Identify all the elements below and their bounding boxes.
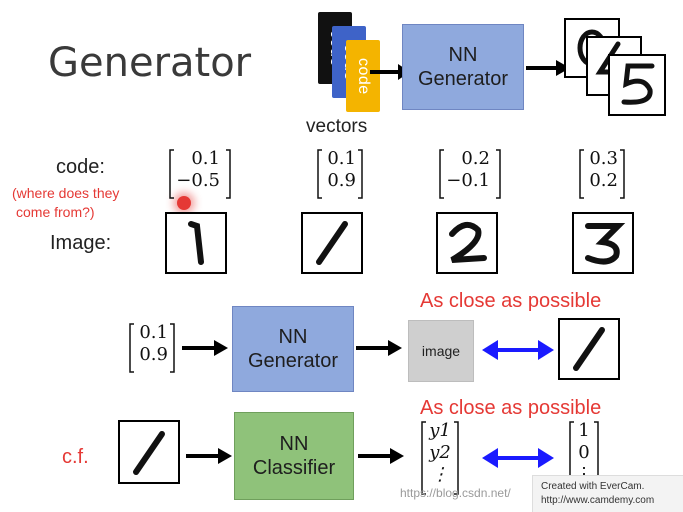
output-digit-card-3: [608, 54, 666, 116]
watermark: https://blog.csdn.net/: [400, 486, 511, 500]
class-output-more: ⋮: [431, 464, 449, 485]
bracket-icon: [421, 421, 459, 495]
nn-generator-top-line1: NN: [448, 44, 478, 66]
nn-generator-top-line2: Generator: [417, 68, 509, 90]
page-title: Generator: [48, 40, 252, 86]
arrow-to-nn-gen: [182, 340, 228, 356]
digit-1-icon: [316, 221, 348, 265]
gen-target-digit: [558, 318, 620, 380]
code-vector-2-bottom: 0.9: [327, 170, 356, 191]
image-label: Image:: [50, 232, 112, 254]
generated-image-placeholder: image: [408, 320, 474, 382]
image-digit-4: [572, 212, 634, 274]
bracket-icon: [317, 149, 363, 199]
code-vector-3-top: 0.2: [461, 148, 490, 169]
code-vector-1-top: 0.1: [191, 148, 220, 169]
class-target-2: 0: [578, 442, 590, 463]
credit-line1: Created with EverCam.: [541, 481, 645, 492]
vectors-label: vectors: [306, 116, 368, 137]
nn-classifier: NN Classifier: [234, 412, 354, 500]
code-vector-3: 0.2 −0.1: [438, 148, 502, 199]
double-arrow-class: [482, 448, 554, 468]
nn-generator-line2: Generator: [247, 350, 339, 372]
nn-classifier-line1: NN: [279, 433, 309, 455]
digit-5-icon: [621, 63, 655, 105]
arrow-to-nn-class: [186, 448, 232, 464]
credit-line2: http://www.camdemy.com: [541, 495, 655, 506]
cf-label: c.f.: [62, 446, 89, 468]
class-output-y1: y1: [429, 420, 451, 441]
gen-input-top: 0.1: [139, 322, 168, 343]
code-vector-4-bottom: 0.2: [589, 170, 618, 191]
code-vector-1-bottom: −0.5: [176, 170, 220, 191]
code-vector-4: 0.3 0.2: [578, 148, 626, 199]
double-arrow-gen: [482, 340, 554, 360]
credit-box: Created with EverCam. http://www.camdemy…: [532, 475, 683, 512]
image-digit-1: [165, 212, 227, 274]
digit-1-icon: [133, 431, 165, 475]
question-note-line2: come from?): [16, 204, 95, 220]
class-annotation: As close as possible: [420, 397, 602, 419]
class-input-digit: [118, 420, 180, 484]
bracket-icon: [579, 149, 625, 199]
code-card-3-label: code: [355, 57, 372, 95]
digit-1-icon: [573, 327, 605, 371]
nn-classifier-line2: Classifier: [252, 457, 336, 479]
gen-input-vector: 0.1 0.9: [128, 322, 176, 373]
nn-generator-top: NN Generator: [402, 24, 524, 110]
arrow-from-nn-gen: [356, 340, 402, 356]
digit-3-icon: [585, 223, 626, 265]
code-vector-3-bottom: −0.1: [446, 170, 490, 191]
arrow-from-nn-class: [358, 448, 404, 464]
gen-annotation: As close as possible: [420, 290, 602, 312]
question-note-line1: (where does they: [12, 185, 120, 201]
code-vector-4-top: 0.3: [589, 148, 618, 169]
image-digit-2: [301, 212, 363, 274]
bracket-icon: [129, 323, 175, 373]
class-output-vector: y1 y2 ⋮: [420, 420, 460, 495]
code-vector-2-top: 0.1: [327, 148, 356, 169]
code-label: code:: [56, 156, 105, 178]
bracket-icon: [439, 149, 501, 199]
bracket-icon: [169, 149, 231, 199]
class-output-y2: y2: [429, 442, 451, 463]
nn-generator: NN Generator: [232, 306, 354, 392]
gen-input-bottom: 0.9: [139, 344, 168, 365]
nn-generator-line1: NN: [278, 326, 308, 348]
class-target-1: 1: [578, 420, 590, 441]
digit-1-icon: [188, 221, 204, 265]
arrow-from-nn-top: [526, 60, 570, 76]
cursor-marker: [177, 196, 191, 210]
digit-2-icon: [449, 221, 487, 263]
question-note: (where does they come from?): [12, 184, 119, 222]
code-vector-2: 0.1 0.9: [316, 148, 364, 199]
image-digit-3: [436, 212, 498, 274]
code-vector-1: 0.1 −0.5: [168, 148, 232, 199]
code-card-3: code: [346, 40, 380, 112]
